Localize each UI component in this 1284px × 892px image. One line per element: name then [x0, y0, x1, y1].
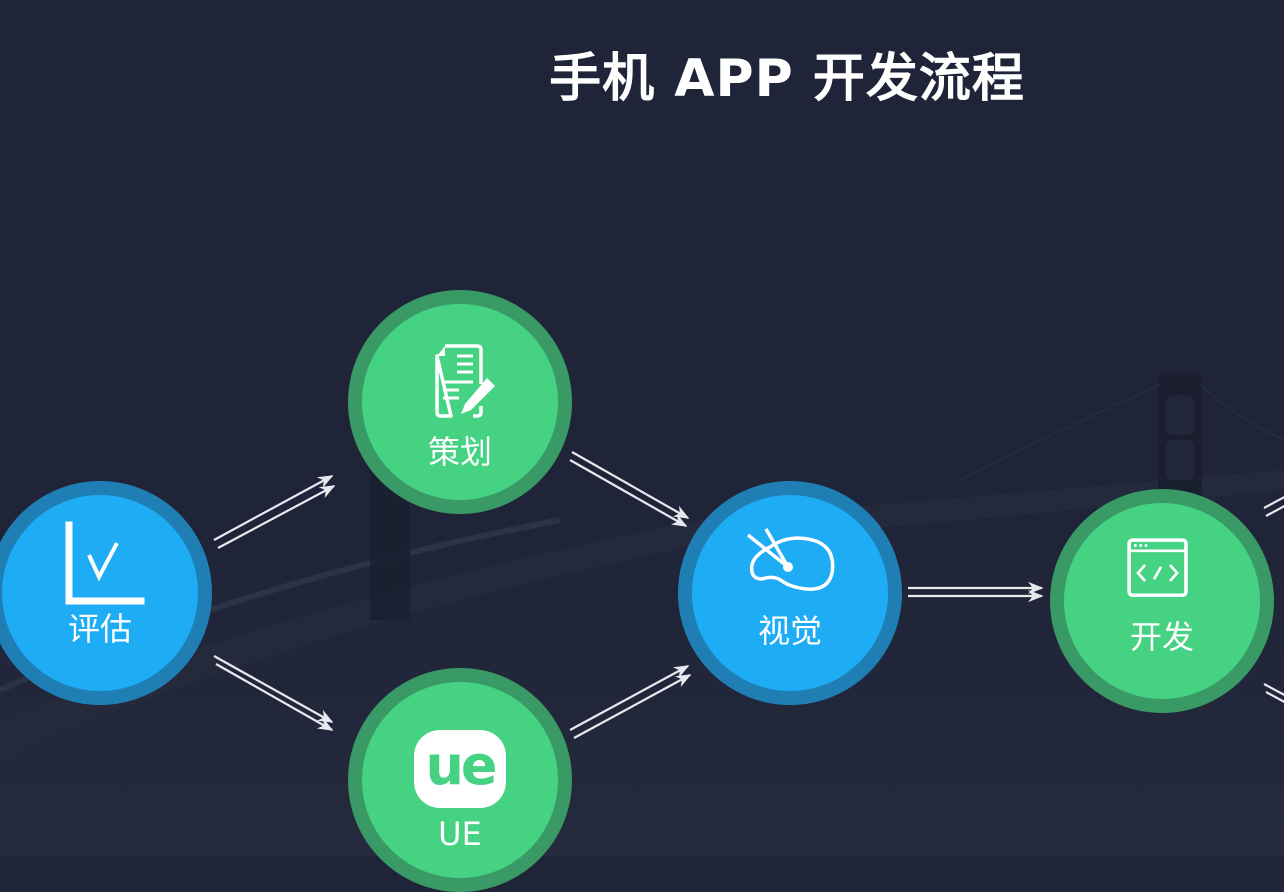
- node-visual: 视觉: [678, 481, 902, 705]
- node-ue: ue UE: [348, 668, 572, 892]
- document-edit-icon: [435, 344, 495, 418]
- palette-icon: [746, 528, 835, 591]
- node-evaluate: 评估: [0, 481, 212, 705]
- bridge-background: [0, 395, 1284, 856]
- node-develop: 开发: [1050, 489, 1274, 713]
- code-window-icon: [1127, 538, 1188, 597]
- node-label-planning: 策划: [427, 433, 492, 471]
- node-label-ue: UE: [438, 815, 482, 853]
- ue-logo-icon: ue: [414, 730, 506, 808]
- page-title: 手机 APP 开发流程: [549, 49, 1025, 109]
- line-chart-icon: [65, 521, 145, 605]
- node-label-visual: 视觉: [757, 612, 822, 650]
- node-label-develop: 开发: [1129, 618, 1194, 656]
- node-label-evaluate: 评估: [67, 610, 132, 648]
- node-planning: 策划: [348, 290, 572, 514]
